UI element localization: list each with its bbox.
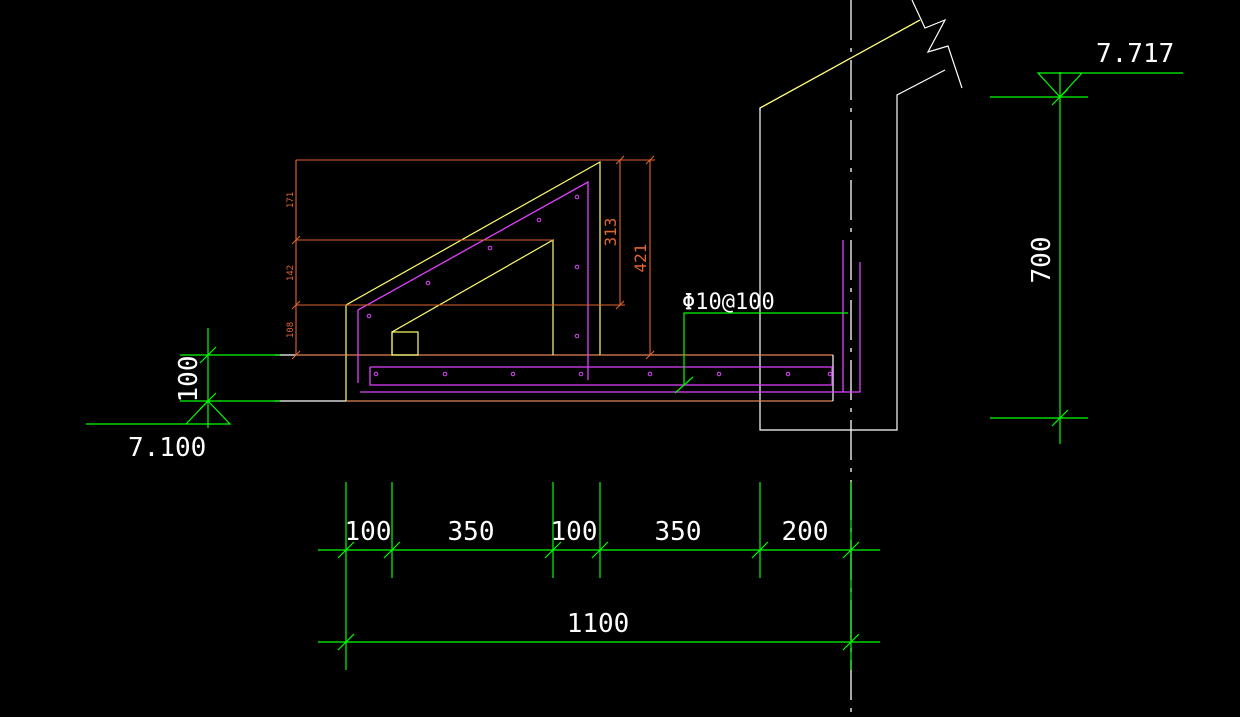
rebar-label: Φ10@100	[682, 290, 775, 315]
upstand-inner	[391, 238, 554, 355]
rebar-upstand	[357, 180, 589, 383]
dim-label-142: 142	[286, 265, 296, 281]
upstand-outer	[345, 160, 601, 401]
right-dimension	[990, 72, 1183, 444]
break-line	[911, 0, 963, 89]
left-dim-label: 100	[174, 356, 204, 403]
dim-label-171: 171	[286, 192, 296, 208]
elevation-bottom: 7.100	[128, 433, 206, 463]
rebar-slab	[369, 366, 833, 386]
rebar-leader	[683, 312, 848, 385]
elevation-top: 7.717	[1096, 39, 1174, 69]
left-dimension	[86, 328, 280, 428]
wall-outline-left	[759, 69, 946, 431]
dim-label-421: 421	[631, 244, 650, 273]
bottom-dim-4: 350	[655, 517, 702, 547]
right-dim-label: 700	[1027, 237, 1057, 284]
bottom-dim-1: 100	[345, 517, 392, 547]
detail-dimensions	[291, 155, 660, 360]
bottom-dim-total: 1100	[567, 609, 630, 639]
bottom-dim-5: 200	[782, 517, 829, 547]
rebar-dots	[366, 194, 833, 377]
wall-slope-line	[759, 19, 921, 109]
bottom-dimension-lines	[318, 482, 880, 670]
bottom-dim-2: 350	[448, 517, 495, 547]
bottom-dim-3: 100	[551, 517, 598, 547]
leader-tick	[674, 376, 694, 394]
dim-label-108: 108	[286, 322, 296, 338]
rebar-anchor	[360, 240, 844, 393]
drip-groove	[391, 331, 419, 356]
dim-label-313: 313	[601, 218, 620, 247]
rebar-wall-hook	[843, 262, 861, 393]
